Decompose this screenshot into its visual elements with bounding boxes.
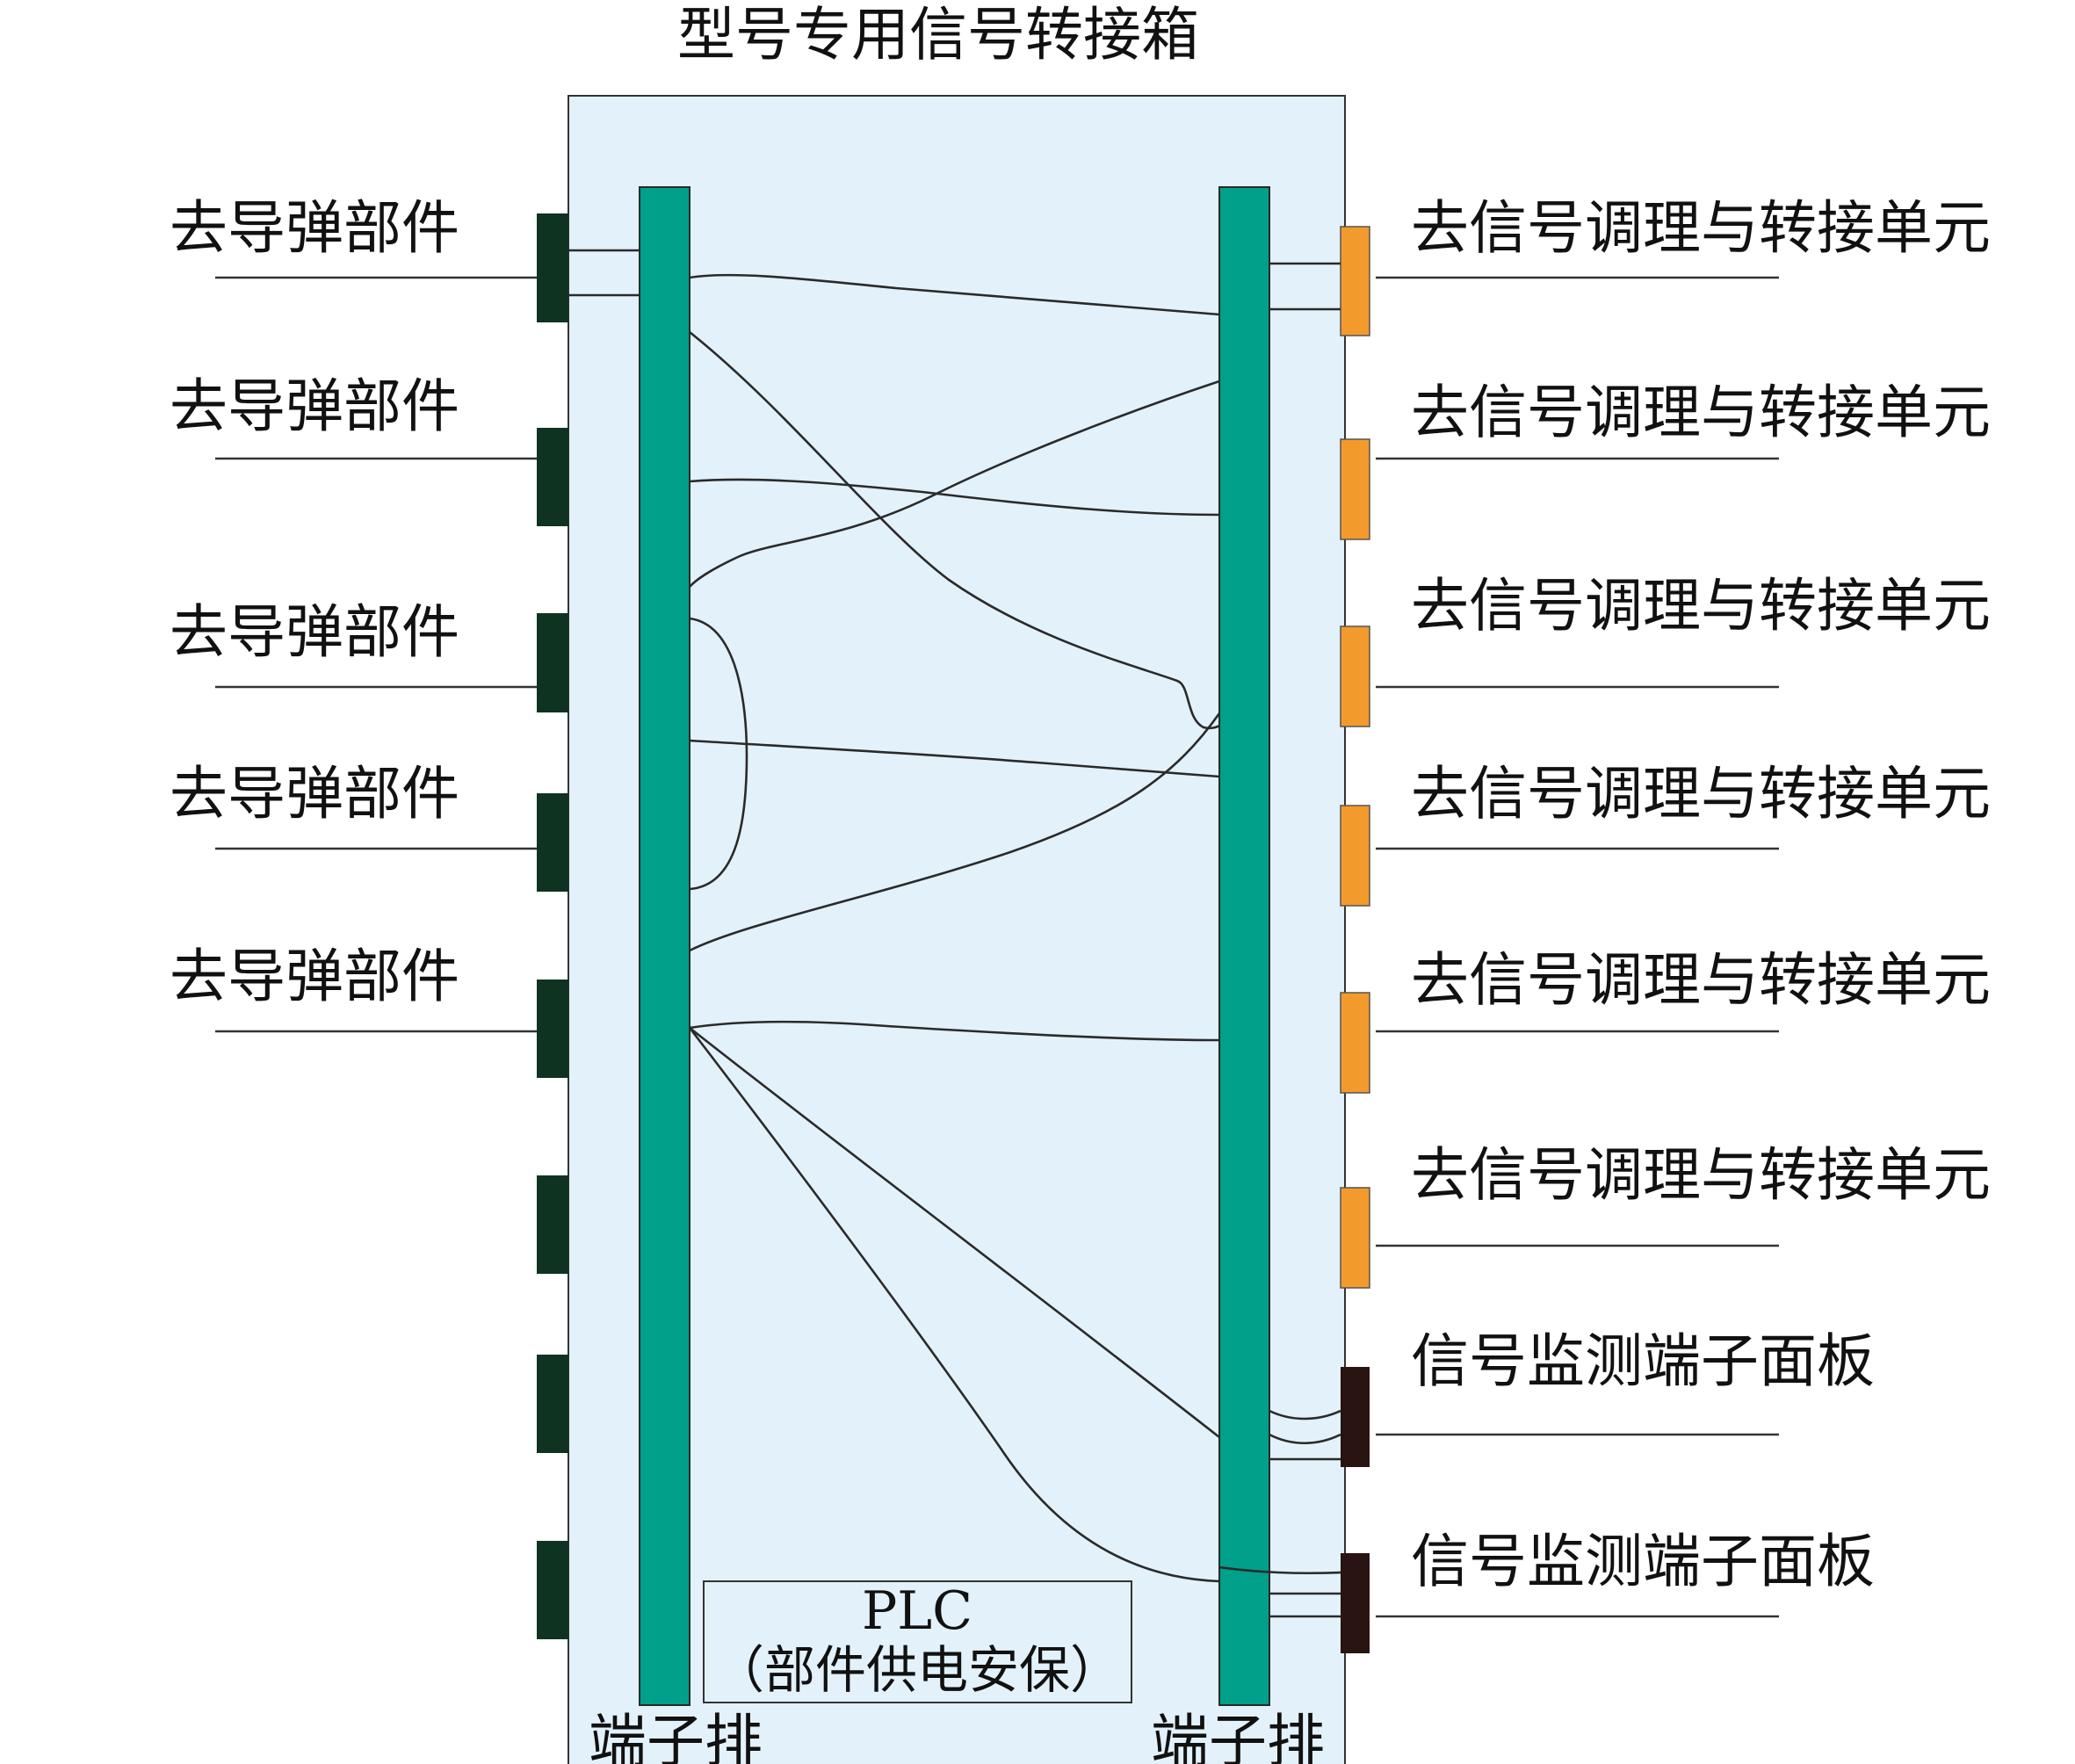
plc-box [703, 1580, 1132, 1703]
left-connector [537, 1175, 568, 1274]
right-connector [1340, 1187, 1370, 1289]
left-connector [537, 793, 568, 892]
diagram-title: 型号专用信号转接箱 [677, 1, 1199, 69]
left-connector [537, 1541, 568, 1639]
wire [689, 712, 1221, 952]
right-label: 去信号调理与转接单元 [1411, 1141, 1991, 1209]
right-connector [1340, 805, 1370, 907]
wire [688, 1027, 1220, 1583]
terminal-strip-left [639, 186, 690, 1706]
wire [689, 478, 1220, 517]
left-label: 去导弹部件 [170, 760, 459, 828]
right-label: 信号监测端子面板 [1411, 1528, 1875, 1595]
left-leaders [215, 276, 537, 1033]
right-connector [1340, 625, 1370, 727]
left-connector [537, 1355, 568, 1453]
wire [1269, 1409, 1341, 1421]
right-label: 去信号调理与转接单元 [1411, 760, 1991, 828]
wire [689, 617, 748, 891]
left-labels: 去导弹部件 去导弹部件 去导弹部件 去导弹部件 去导弹部件 [170, 194, 459, 1010]
left-connector [537, 980, 568, 1078]
right-connector [1341, 1367, 1370, 1467]
terminal-strip-left-label: 端子排 [589, 1708, 763, 1764]
right-label: 去信号调理与转接单元 [1411, 194, 1991, 262]
left-connector [537, 613, 568, 712]
terminal-strip-right [1218, 186, 1270, 1706]
right-connector [1340, 992, 1370, 1094]
right-label: 去信号调理与转接单元 [1411, 379, 1991, 446]
right-connectors [1340, 226, 1370, 1653]
right-connector [1340, 226, 1370, 336]
plc-label: PLC [862, 1580, 972, 1642]
wire [689, 273, 1220, 316]
adapter-box [568, 95, 1346, 1764]
internal-wiring [568, 249, 1341, 1618]
left-connector [537, 213, 568, 322]
wire [689, 1026, 1220, 1439]
right-connector [1340, 438, 1370, 540]
left-label: 去导弹部件 [170, 598, 459, 666]
terminal-strip-right-label: 端子排 [1151, 1708, 1325, 1764]
wire [689, 330, 1220, 730]
left-label: 去导弹部件 [170, 372, 459, 440]
right-leaders [1376, 276, 1779, 1618]
wire [689, 380, 1220, 588]
plc-sub-label: （部件供电安保） [713, 1640, 1121, 1700]
wire [689, 739, 1220, 778]
right-label: 去信号调理与转接单元 [1411, 572, 1991, 640]
wire [1218, 1565, 1341, 1575]
right-label: 去信号调理与转接单元 [1411, 946, 1991, 1014]
left-connector [537, 428, 568, 526]
wire [689, 1020, 1220, 1042]
wire [1269, 1433, 1341, 1445]
right-labels: 去信号调理与转接单元 去信号调理与转接单元 去信号调理与转接单元 去信号调理与转… [1411, 194, 1991, 1595]
right-connector [1341, 1553, 1370, 1653]
left-label: 去导弹部件 [170, 943, 459, 1010]
left-label: 去导弹部件 [170, 194, 459, 262]
left-connectors [537, 213, 568, 1639]
right-label: 信号监测端子面板 [1411, 1327, 1875, 1395]
